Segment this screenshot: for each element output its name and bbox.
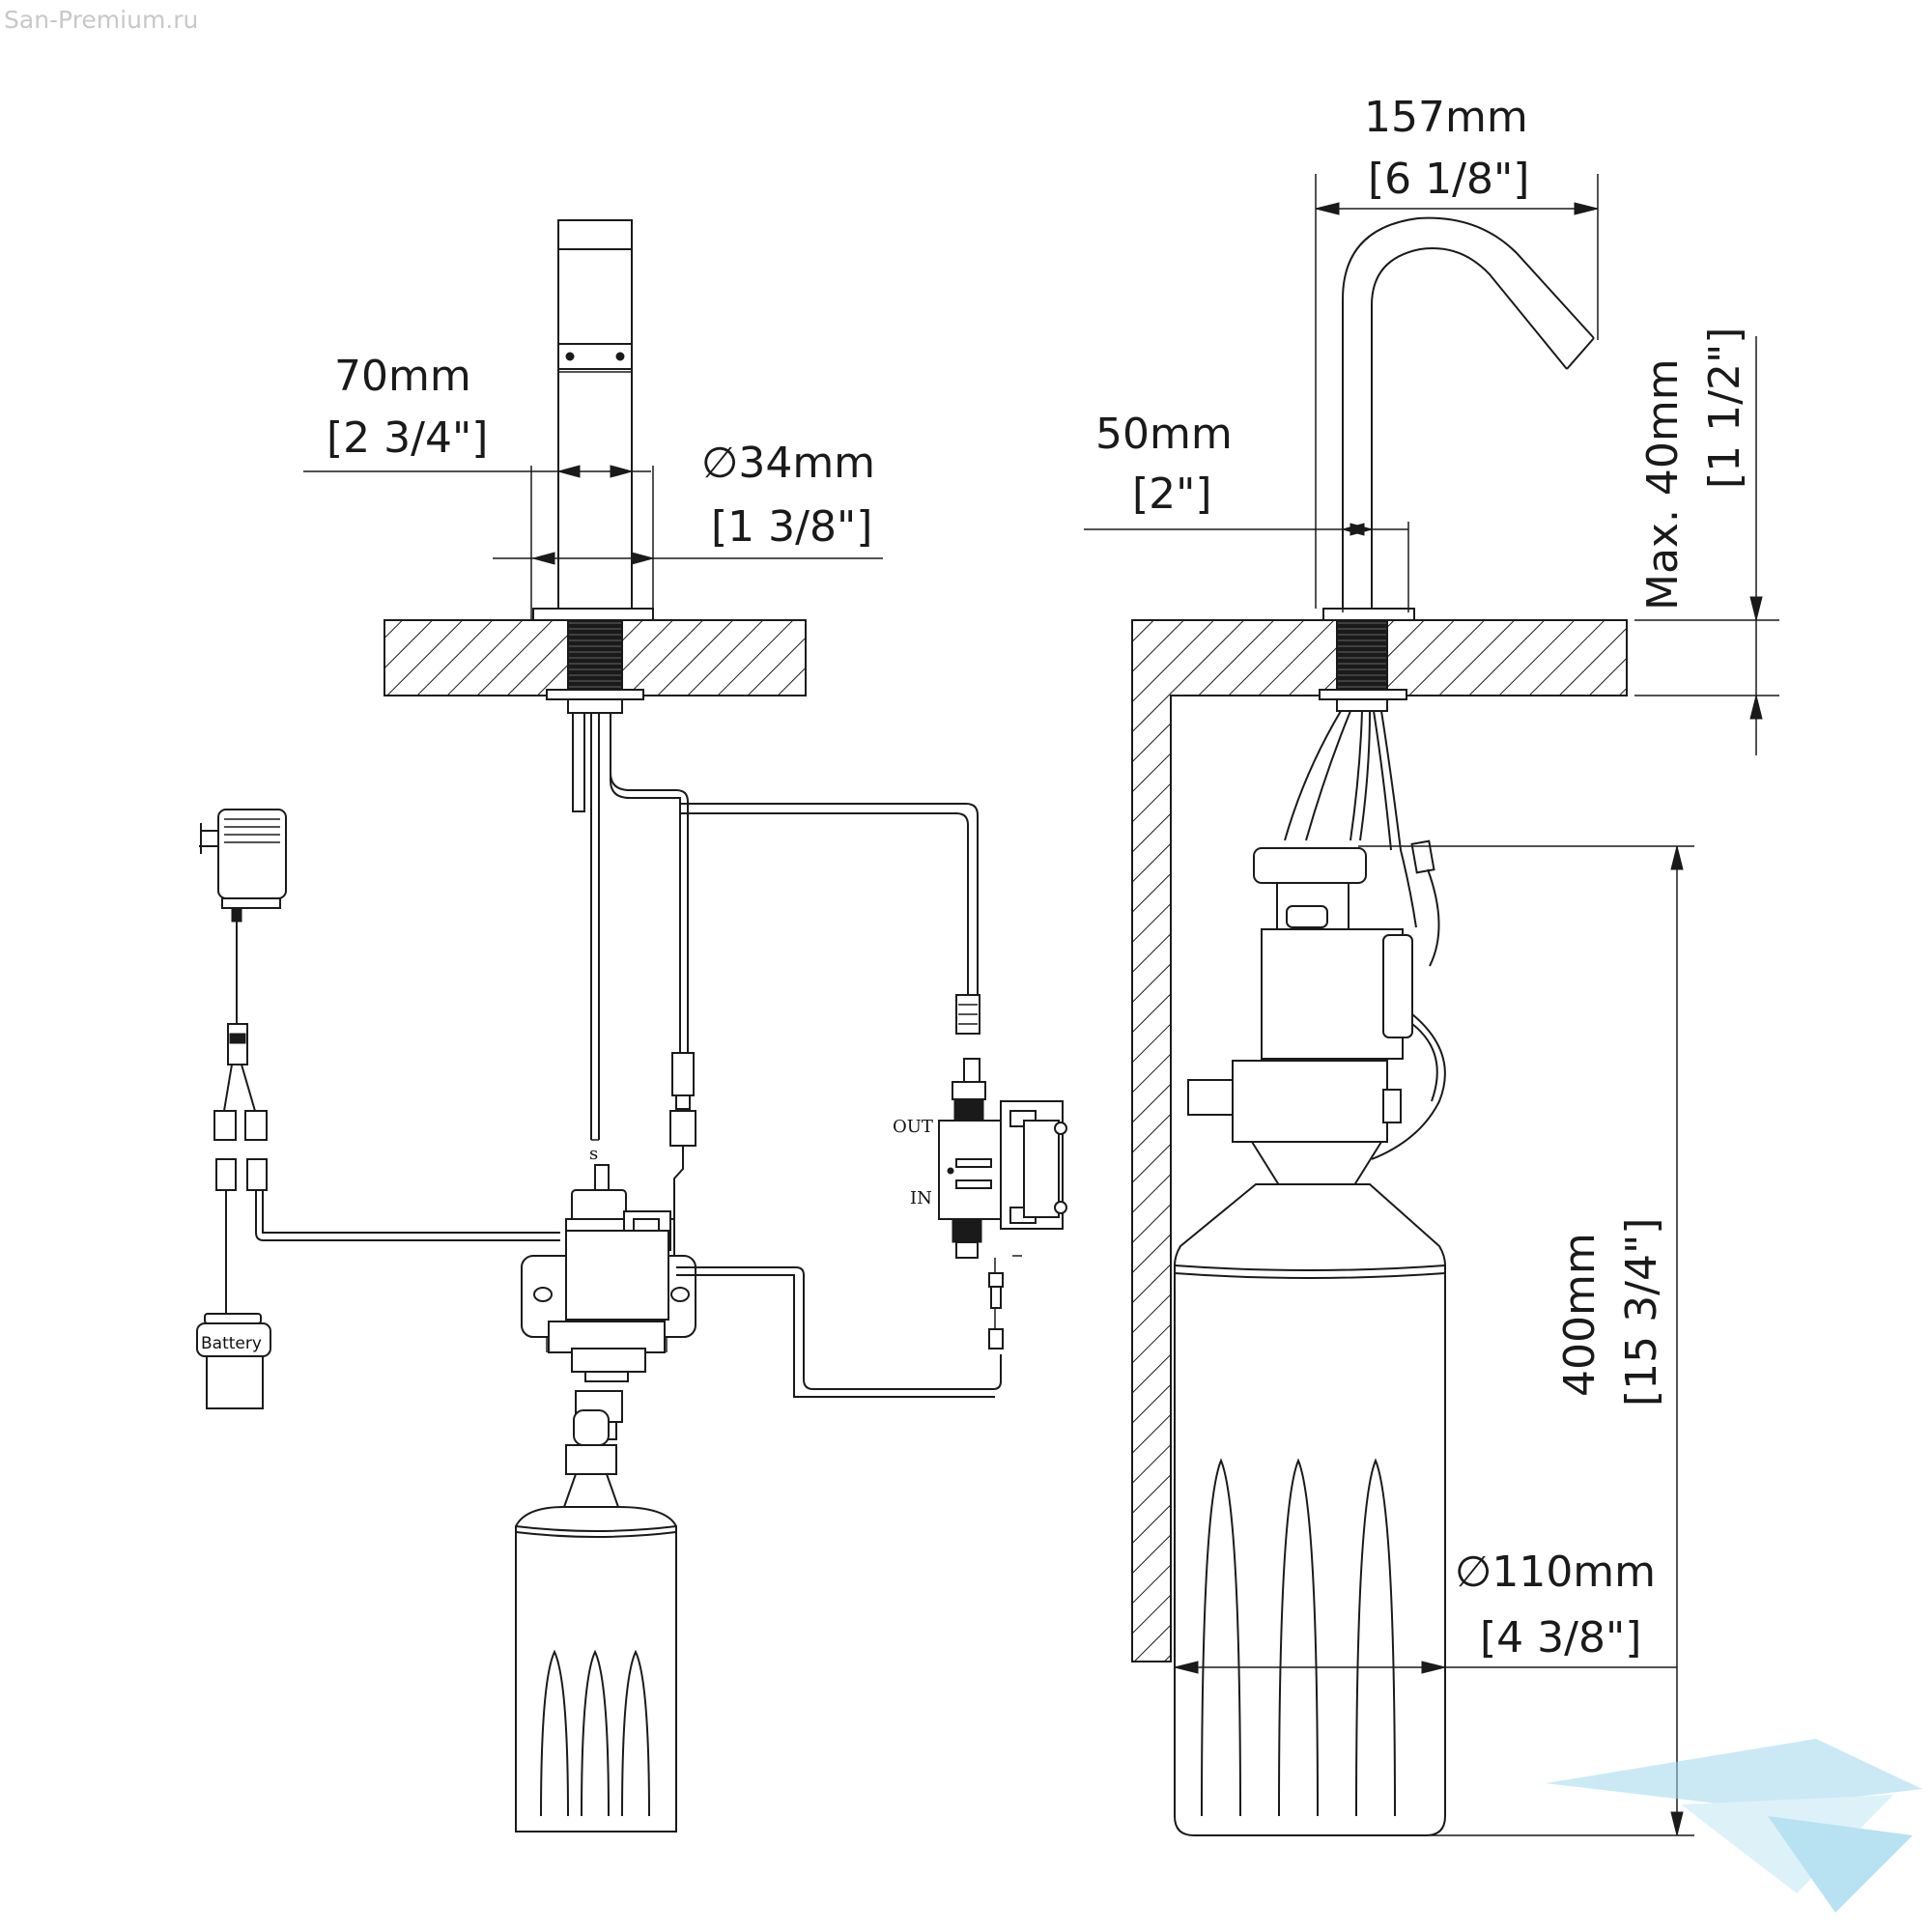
right-dimensions xyxy=(1084,174,1779,1836)
power-adapter xyxy=(199,809,560,1314)
svg-text:s: s xyxy=(589,1144,598,1164)
out-label: OUT xyxy=(893,1117,933,1137)
threaded-shank-right xyxy=(1336,619,1388,696)
soap-bottle-left xyxy=(515,1409,677,1833)
faucet-height-mm: 70mm xyxy=(334,352,471,401)
countertop-right xyxy=(1131,619,1628,1662)
faucet-diameter-in: [1 3/8"] xyxy=(711,502,872,552)
faucet-body-left xyxy=(532,219,654,621)
solenoid-valve xyxy=(521,1164,696,1440)
spout-width-in: [2"] xyxy=(1132,469,1212,519)
site-watermark: San-Premium.ru xyxy=(4,6,199,34)
bottle-diameter-in: [4 3/8"] xyxy=(1480,1613,1641,1662)
deck-thickness-mm: Max. 40mm xyxy=(1638,358,1688,611)
faucet-diameter-mm: ∅34mm xyxy=(701,439,875,488)
controller-box xyxy=(938,1058,1067,1350)
valve-assembly-right xyxy=(1187,847,1446,1189)
spout-width-mm: 50mm xyxy=(1095,410,1233,459)
logo-watermark xyxy=(1546,1739,1922,1913)
threaded-shank-left xyxy=(567,619,623,696)
bottle-height-mm: 400mm xyxy=(1555,1233,1605,1397)
bottle-diameter-mm: ∅110mm xyxy=(1455,1548,1656,1597)
svg-text:Battery: Battery xyxy=(201,1334,262,1353)
left-view: s xyxy=(196,219,1067,1833)
deck-thickness-in: [1 1/2"] xyxy=(1700,327,1749,489)
spout-reach-in: [6 1/8"] xyxy=(1368,155,1529,204)
faucet-height-in: [2 3/4"] xyxy=(327,413,488,463)
right-view xyxy=(1131,216,1628,1836)
left-dimensions xyxy=(303,465,883,620)
battery: Battery xyxy=(196,1313,271,1409)
soap-bottle-right xyxy=(1174,1183,1446,1836)
spout-right xyxy=(1322,216,1595,621)
bottle-height-in: [15 3/4"] xyxy=(1617,1218,1666,1406)
in-label: IN xyxy=(910,1188,932,1208)
spout-reach-mm: 157mm xyxy=(1364,93,1528,142)
